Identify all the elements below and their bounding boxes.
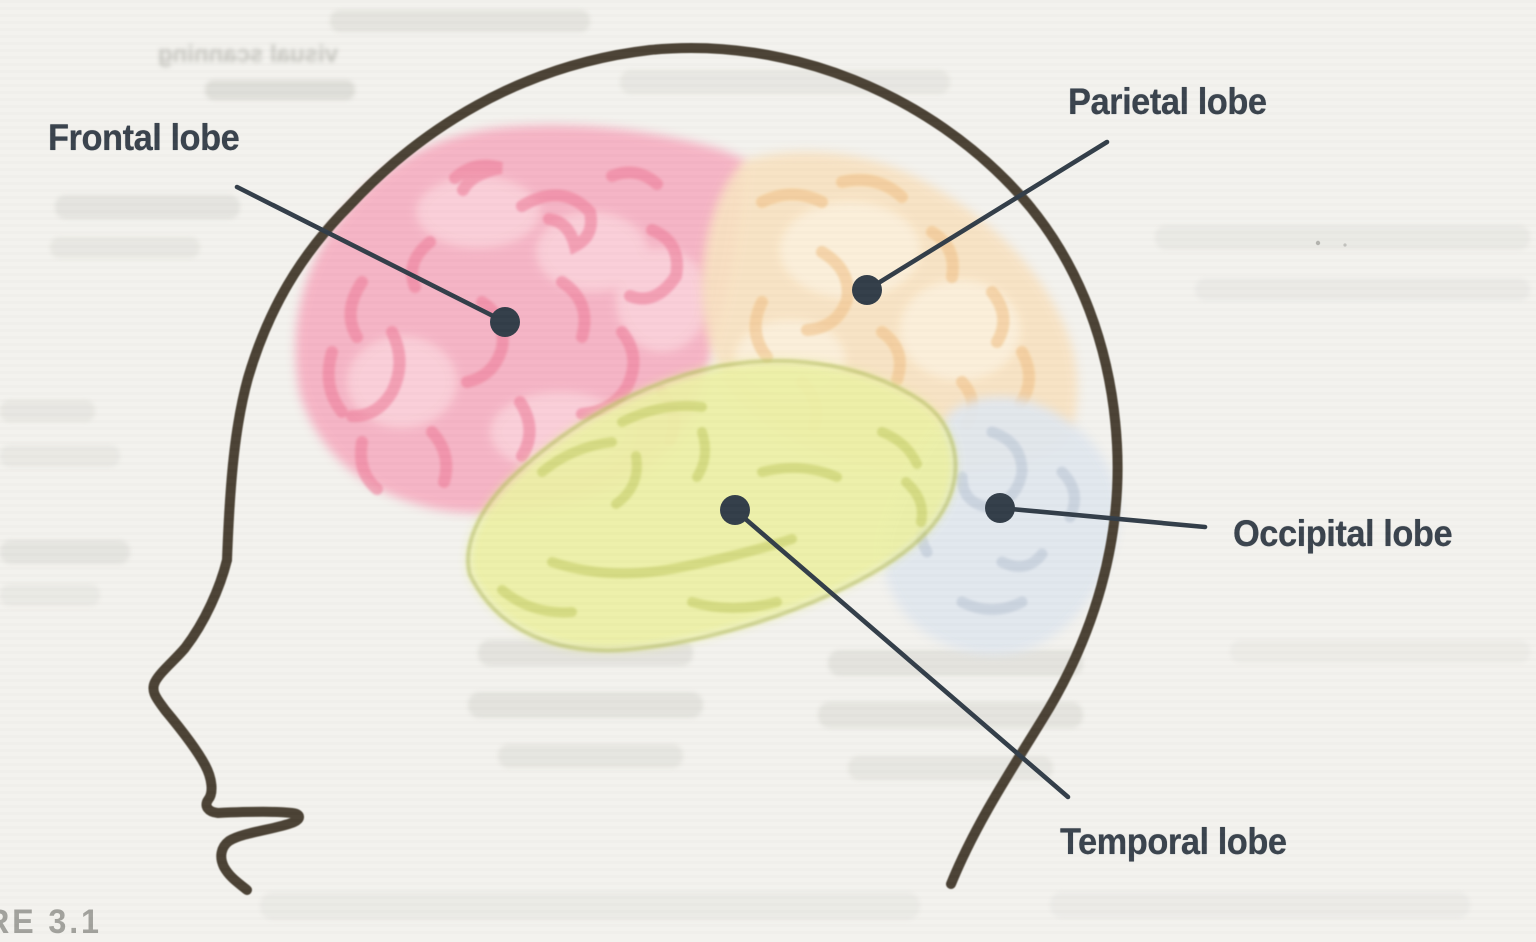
frontal-lobe-label: Frontal lobe: [48, 117, 240, 158]
bleedthrough-text: visual scanning: [158, 41, 338, 68]
occipital-leader-line: [997, 505, 1208, 530]
parietal-dot: [852, 275, 882, 305]
frontal-leader-line: [234, 184, 508, 325]
bleedthrough-marks: visual scanning: [0, 10, 1530, 920]
paper-speck: [1343, 243, 1347, 247]
leader-lines: [234, 139, 1208, 800]
frontal-lobe-region: [295, 125, 746, 514]
temporal-lobe-label: Temporal lobe: [1060, 821, 1287, 862]
temporal-dot: [720, 495, 750, 525]
cranium-outline: [222, 42, 1123, 889]
temporal-leader-line: [732, 507, 1071, 800]
temporal-gyri-strokes: [497, 401, 927, 618]
head-outline: [148, 42, 1123, 895]
occipital-lobe-label: Occipital lobe: [1233, 513, 1453, 554]
figure-caption-fragment: RE 3.1: [0, 903, 102, 941]
paper-speck: [1315, 240, 1321, 246]
parietal-leader-line: [864, 139, 1110, 293]
occipital-dot: [985, 493, 1015, 523]
temporal-lobe-edge: [466, 358, 958, 653]
temporal-lobe-region: [466, 358, 958, 653]
leader-dots: [490, 275, 1015, 525]
frontal-dot: [490, 307, 520, 337]
frontal-gyri-strokes: [322, 159, 683, 495]
parietal-lobe-label: Parietal lobe: [1068, 81, 1267, 122]
face-profile-outline: [148, 555, 304, 895]
